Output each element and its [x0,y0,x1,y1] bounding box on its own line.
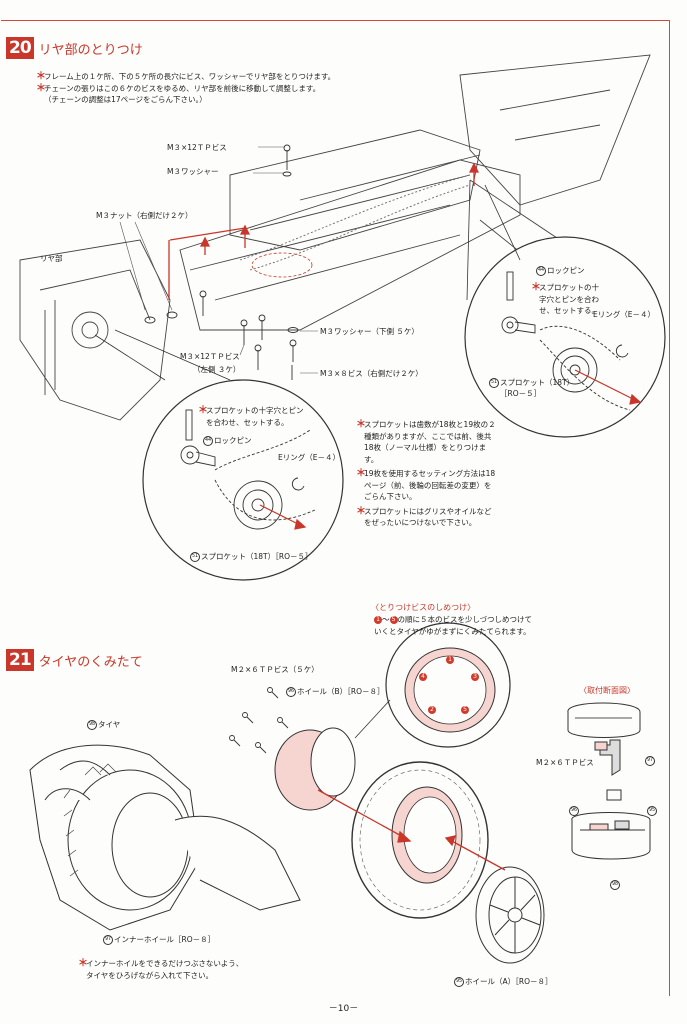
label-screw-m3x8: M３×８ビス（右側だけ２ケ） [320,369,423,378]
order-badge: 5 [389,616,398,624]
note-item: ＊スプロケットにはグリスやオイルなどをぜったいにつけないで下さい。 [356,505,492,528]
part-number-badge: 51 [190,552,200,562]
label-screw-m2x6: M２×６ＴＰビス（５ケ） [231,665,319,674]
step-number: 20 [6,37,34,59]
part-name: ホイール（A）［RO－８］ [465,977,553,986]
part-number-badge: 95 [454,977,464,987]
section-21-header: 21 タイヤのくみたて [6,649,143,671]
tighten-text-line-2: いくとタイヤがゆがまずにくみたてられます。 [374,627,531,636]
sprocket-side-notes: ＊スプロケットは歯数が18枚と19枚の２種類がありますが、ここでは前、後共18枚… [356,419,496,529]
part-number-badge: 44 [203,436,213,446]
note-text: フレーム上の１ケ所、下の５ケ所の長穴にビス、ワッシャーでリヤ部をとりつけます。 [44,72,336,81]
part-name: ロックピン [214,436,252,445]
note-item: ＊インナーホイルをできるだけつぶさないよう、 [78,958,244,969]
note-item: ＊スプロケットの十字穴とピンを合わせ、セットする。 [531,282,599,315]
part-name: タイヤ [98,720,121,729]
wheel-a-drawing [475,866,545,964]
section-view-badge-98: 98 [610,880,620,890]
note-text: スプロケットの十字穴とピンを合わせ、セットする。 [539,283,599,315]
part-number-badge: 98 [87,720,97,730]
label-tp-screw-left: M３×12ＴＰビス [180,352,240,361]
note-text: インナーホイルをできるだけつぶさないよう、 [86,959,244,968]
page-number: －10－ [328,1004,359,1014]
order-mark-1: 1 [446,656,454,664]
part-name: インナーホイール［RO－８］ [114,935,216,944]
note-item: ＊チェーンの張りはこの６ケのビスをゆるめ、リヤ部を前後に移動して調整します。 [36,82,321,94]
note-text: スプロケットの十字穴とピンを合わせ、セットする。 [206,406,304,427]
note-text: スプロケットにはグリスやオイルなどをぜったいにつけないで下さい。 [364,506,492,528]
part-name: スプロケット（18T） [500,378,575,387]
note-text: （チェーンの調整は17ページをごらん下さい。） [44,95,207,104]
label-washer-bottom: M３ワッシャー（下側 ５ケ） [320,327,419,336]
tighten-text: ～ [382,615,390,624]
order-badge: 1 [374,616,382,624]
label-rear-unit: リヤ部 [40,254,63,263]
detail-circle-left [142,379,344,581]
detail-circle-right [464,236,666,438]
hands-drawing [29,744,301,931]
step-number: 21 [6,649,34,671]
section-20-header: 20 リヤ部のとりつけ [6,37,143,59]
hand-note: ＊インナーホイルをできるだけつぶさないよう、 タイヤをひろげながら入れて下さい。 [78,958,288,981]
tighten-title: 〈とりつけビスのしめつけ〉 [371,603,476,612]
rear-wing [459,54,651,206]
label-tp-screw-left-count: （左側 ３ケ） [193,365,241,374]
order-mark-5: 5 [461,706,469,714]
order-mark-3: 3 [471,673,479,681]
part-number-badge: 51 [489,378,499,388]
note-text: タイヤをひろげながら入れて下さい。 [86,970,214,980]
label-section-screw: M２×６ＴＰビス [536,758,594,767]
label-e-ring-left: Eリング（E－４） [278,453,340,462]
section-view-drawing [567,702,651,860]
note-item: （チェーンの調整は17ページをごらん下さい。） [36,94,396,106]
part-number-badge: 96 [286,687,296,697]
step-title: リヤ部のとりつけ [38,42,143,58]
note-item: ＊スプロケットの十字穴とピンを合わせ、セットする。 [198,405,304,427]
label-washer-top: M３ワッシャー [167,167,219,176]
part-number-badge: 44 [536,266,546,276]
part-name: ロックピン [547,266,585,275]
note-item: ＊フレーム上の１ケ所、下の５ケ所の長穴にビス、ワッシャーでリヤ部をとりつけます。 [36,71,336,82]
note-item: ＊スプロケットは歯数が18枚と19枚の２種類がありますが、ここでは前、後共18枚… [356,419,496,464]
label-e-ring-right: Eリング（E－４） [593,310,655,319]
detail-left-note: ＊スプロケットの十字穴とピンを合わせ、セットする。 [198,405,308,428]
label-tp-screw-top: M３×12ＴＰビス [167,143,227,152]
order-mark-2: 2 [428,706,436,714]
section-20-notes: ＊フレーム上の１ケ所、下の５ケ所の長穴にビス、ワッシャーでリヤ部をとりつけます。… [36,71,396,106]
detail-right-note: ＊スプロケットの十字穴とピンを合わせ、セットする。 [531,282,606,317]
note-text: 19枚を使用するセッティング方法は18ページ（前、後輪の回転差の変更）をごらん下… [364,469,496,501]
wheel-b-drawing [274,727,356,811]
chassis-frame [179,159,521,331]
part-name: ホイール（B）［RO－８］ [297,687,385,696]
label-nut: M３ナット（右側だけ２ケ） [96,211,193,220]
step-title: タイヤのくみたて [38,654,143,670]
label-sprocket-right-code: ［RO－５］ [500,389,542,398]
note-item: ＊19枚を使用するセッティング方法は18ページ（前、後輪の回転差の変更）をごらん… [356,468,496,501]
section-view-badge-96: 96 [569,806,579,816]
section-view-badge-95: 95 [647,806,657,816]
part-number-badge: 97 [103,935,113,945]
part-name: スプロケット（18T）［RO－５］ [201,552,313,561]
page-frame [1,20,670,996]
tire-drawing [351,761,489,919]
section-view-badge-97: 97 [645,756,655,766]
tighten-text: の順に５本のビスを少しづつしめつけて [397,615,533,624]
note-text: スプロケットは歯数が18枚と19枚の２種類がありますが、ここでは前、後共18枚（… [364,420,496,464]
note-item: タイヤをひろげながら入れて下さい。 [78,970,288,982]
chassis-top-deck [229,129,481,251]
section-view-title: 〈取付断面図〉 [579,686,635,695]
rear-unit [19,239,171,421]
note-text: チェーンの張りはこの６ケのビスをゆるめ、リヤ部を前後に移動して調整します。 [44,83,321,93]
order-mark-4: 4 [419,673,427,681]
